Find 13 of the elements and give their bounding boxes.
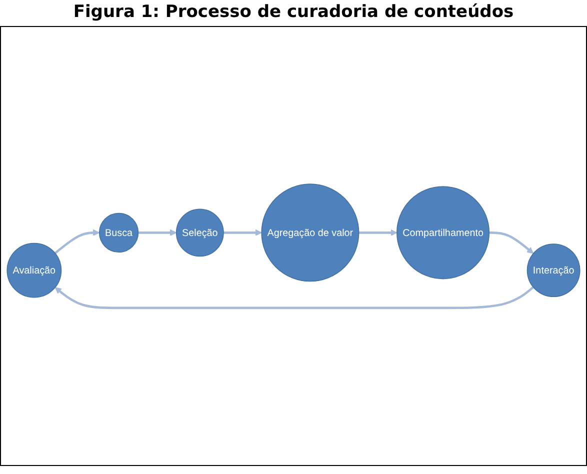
arrow bbox=[489, 232, 534, 254]
arrow bbox=[54, 286, 534, 310]
node-circle: Avaliação bbox=[6, 242, 62, 298]
arrow bbox=[358, 229, 398, 236]
node-circle: Compartilhamento bbox=[396, 186, 490, 280]
arrow bbox=[54, 229, 100, 254]
arrow bbox=[224, 229, 262, 236]
node-circle: Busca bbox=[98, 212, 139, 253]
figure-title: Figura 1: Processo de curadoria de conteúdos bbox=[72, 2, 515, 22]
node-circle: Interação bbox=[526, 244, 580, 298]
arrow bbox=[138, 229, 177, 236]
node-circle: Agregação de valor bbox=[261, 184, 360, 282]
node-circle: Seleção bbox=[176, 208, 224, 257]
